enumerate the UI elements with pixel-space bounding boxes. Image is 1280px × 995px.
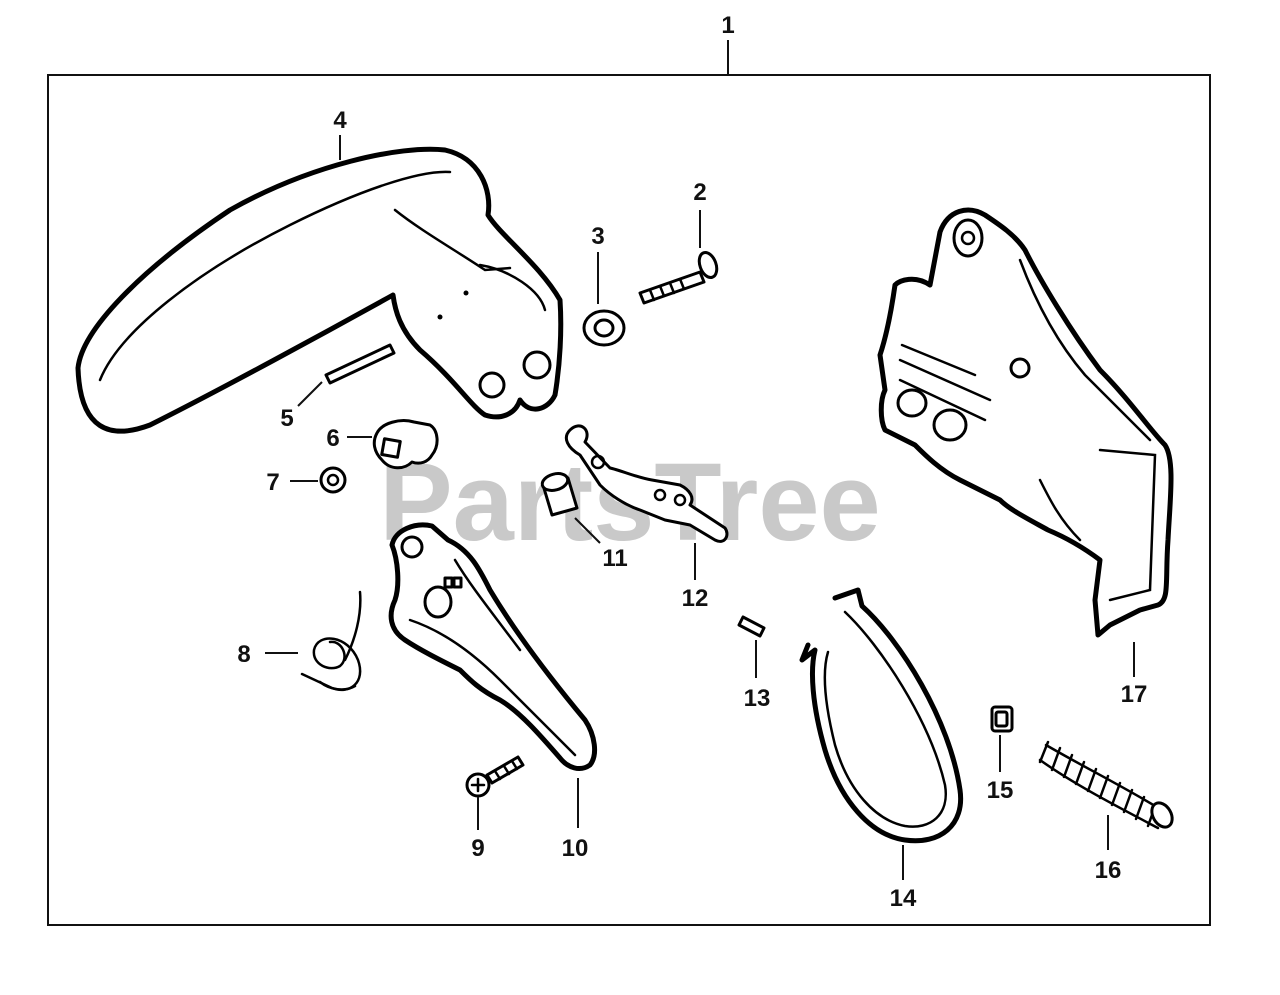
part-16-coil-spring	[1038, 740, 1174, 830]
callout-6: 6	[326, 425, 339, 452]
callout-3: 3	[591, 223, 604, 250]
part-7-nut	[319, 466, 347, 494]
callout-11: 11	[602, 545, 627, 572]
callout-5: 5	[280, 405, 293, 432]
callout-4: 4	[333, 107, 347, 134]
part-12-lever-plate	[564, 424, 729, 543]
callout-labels: 2 3 4 5 6 7 8 9 10 11 12 13 14 15 16 17	[237, 107, 1147, 912]
part-2-bolt	[638, 250, 719, 305]
callout-9: 9	[471, 835, 484, 862]
callout-2: 2	[693, 179, 706, 206]
callout-14: 14	[890, 885, 917, 912]
part-3-bushing	[582, 309, 626, 347]
callout-8: 8	[237, 641, 250, 668]
callout-17: 17	[1121, 681, 1148, 708]
callout-10: 10	[562, 835, 589, 862]
part-14-brake-band	[799, 587, 964, 844]
part-4-hand-guard	[75, 146, 564, 434]
callout-7: 7	[266, 469, 279, 496]
part-17-side-cover	[877, 207, 1174, 638]
diagram-frame	[47, 74, 1211, 926]
part-5-pin	[324, 343, 396, 385]
leader-lines	[265, 135, 1135, 880]
part-6-bushing-nut	[372, 419, 439, 470]
part-10-brake-lever	[388, 522, 598, 771]
part-15-block	[990, 705, 1014, 733]
part-13-pin	[737, 615, 766, 638]
callout-1: 1	[721, 12, 734, 39]
callout-15: 15	[987, 777, 1014, 804]
part-11-sleeve	[540, 472, 579, 517]
part-8-spring	[300, 590, 362, 691]
callout-12: 12	[682, 585, 709, 612]
callout-16: 16	[1095, 857, 1122, 884]
part-9-screw	[465, 755, 525, 798]
callout-13: 13	[744, 685, 771, 712]
